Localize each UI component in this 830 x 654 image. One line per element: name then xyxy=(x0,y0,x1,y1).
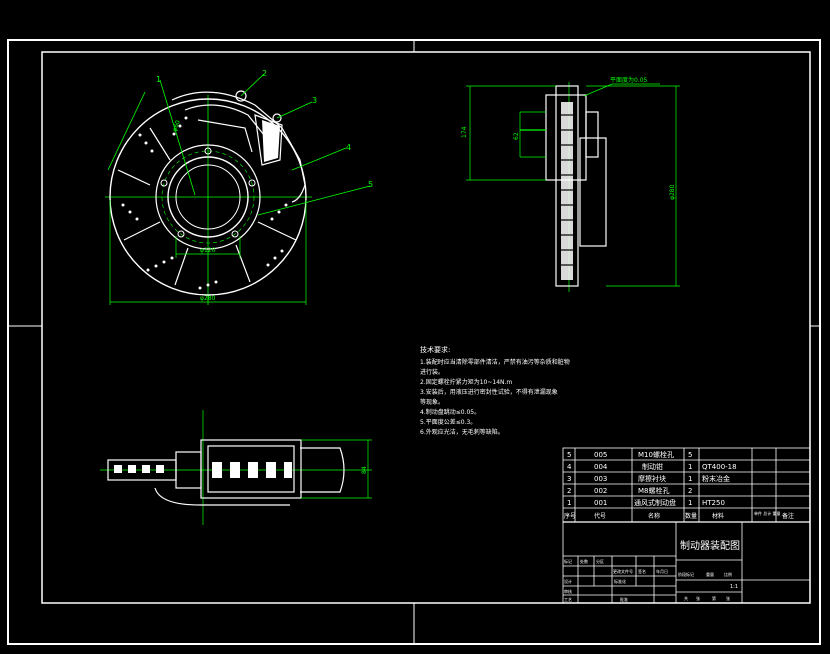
bom-header-qty: 数量 xyxy=(685,512,697,520)
bom-row-1-material: HT250 xyxy=(702,499,725,507)
tech-line-2: 进行装。 xyxy=(420,368,444,376)
bom-row-1-code: 001 xyxy=(594,499,607,507)
tb-label-stage: 阶段标记 xyxy=(678,571,694,577)
drawing-title: 制动器装配图 xyxy=(680,539,740,552)
bom-row-1-name: 通风式制动盘 xyxy=(634,498,676,507)
tech-line-3: 2.固定螺栓拧紧力矩为10~14N.m xyxy=(420,378,512,386)
tb-sheet-unit1: 张 xyxy=(696,595,700,601)
bom-row-4-qty: 1 xyxy=(688,463,692,471)
dim-front-bore: φ60 xyxy=(171,119,182,132)
callout-2: 2 xyxy=(262,69,267,78)
drilled-holes xyxy=(121,116,288,290)
dim-side-height: 174 xyxy=(461,126,468,138)
dim-flatness-note: 平面度为0.05 xyxy=(610,76,648,84)
bom-header-name: 名称 xyxy=(648,512,660,520)
bom-header-remark: 备注 xyxy=(782,512,794,520)
bom-row-4-code: 004 xyxy=(594,463,608,471)
bom-row-5-no: 5 xyxy=(567,451,571,459)
tb-label-change: 更改文件号 xyxy=(613,568,633,574)
tb-sheet-unit2: 张 xyxy=(726,595,730,601)
tech-line-1: 1.装配时应当清除零部件清洁，严禁有油污等杂质和脏物 xyxy=(420,358,570,366)
side-view-section xyxy=(466,82,680,292)
callout-3: 3 xyxy=(312,96,317,105)
bom-row-3-code: 003 xyxy=(594,475,607,483)
bom-row-4-material: QT400-18 xyxy=(702,463,737,471)
callout-5: 5 xyxy=(368,180,373,189)
bom-row-2-qty: 2 xyxy=(688,487,692,495)
tb-label-process: 工艺 xyxy=(564,597,572,602)
tb-label-approve: 批准 xyxy=(620,596,628,602)
bom-rows: 5 005 M10螺栓孔 5 4 004 制动钳 1 QT400-18 3 00… xyxy=(567,450,737,507)
bom-row-1-qty: 1 xyxy=(688,499,692,507)
bom-header-no: 序号 xyxy=(564,512,576,520)
tb-label-weight: 重量 xyxy=(706,571,714,577)
bom-row-3-qty: 1 xyxy=(688,475,692,483)
tech-line-7: 5.平面度公差≤0.3。 xyxy=(420,418,476,426)
tb-label-zone: 分区 xyxy=(596,558,604,564)
bom-row-2-code: 002 xyxy=(594,487,607,495)
bom-row-5-name: M10螺栓孔 xyxy=(638,450,674,459)
tb-label-standard: 标准化 xyxy=(614,578,626,584)
caliper-outline xyxy=(171,91,306,203)
tb-sheet-no: 第 xyxy=(712,595,716,601)
dim-side-overall: φ280 xyxy=(669,184,676,200)
bom-header-code: 代号 xyxy=(594,512,606,520)
bom-header: 序号 代号 名称 数量 材料 单件 总计 重量 备注 xyxy=(564,510,794,520)
bom-header-weight: 单件 总计 重量 xyxy=(754,510,781,516)
tb-label-date: 年月日 xyxy=(656,568,668,574)
leader-lines xyxy=(107,73,371,216)
tb-label-count: 处数 xyxy=(580,558,588,564)
tech-line-8: 6.外观应光洁，无毛刺等缺陷。 xyxy=(420,428,504,436)
bom-row-4-no: 4 xyxy=(567,463,572,471)
bom-row-3-name: 摩擦衬块 xyxy=(638,474,666,483)
front-view-disc xyxy=(105,73,371,305)
tech-line-6: 4.制动盘跳动≤0.05。 xyxy=(420,408,480,416)
drawing-scale: 1:1 xyxy=(730,584,738,590)
dim-bottom-height: 84 xyxy=(361,466,368,474)
bom-table xyxy=(562,447,811,604)
drawing-frame xyxy=(7,39,821,645)
bottom-view xyxy=(100,410,372,525)
tech-line-5: 等现象。 xyxy=(420,398,444,406)
tb-label-review: 审核 xyxy=(564,588,572,594)
bom-row-5-code: 005 xyxy=(594,451,607,459)
bom-row-4-name: 制动钳 xyxy=(642,462,663,471)
bom-header-material: 材料 xyxy=(712,512,724,520)
technical-requirements: 技术要求: 1.装配时应当清除零部件清洁，严禁有油污等杂质和脏物 进行装。 2.… xyxy=(420,345,570,436)
bom-row-3-no: 3 xyxy=(567,475,571,483)
title-block-labels: 标记 处数 分区 更改文件号 签名 年月日 设计 标准化 阶段标记 重量 比例 … xyxy=(564,558,732,602)
dim-front-hub: φ120 xyxy=(200,247,216,254)
dim-side-small: 62 xyxy=(513,132,520,140)
tech-heading: 技术要求: xyxy=(420,345,450,354)
tb-label-design: 设计 xyxy=(564,578,572,584)
tb-label-mark: 标记 xyxy=(564,558,572,564)
callout-4: 4 xyxy=(346,143,351,152)
tb-sheet-total: 共 xyxy=(684,595,688,601)
bom-row-2-name: M8螺栓孔 xyxy=(638,486,670,495)
bom-row-5-qty: 5 xyxy=(688,451,692,459)
tech-line-4: 3.安装后，用液压进行密封性试验，不得有泄漏现象 xyxy=(420,388,558,396)
tb-label-ratio: 比例 xyxy=(724,571,732,577)
bom-row-1-no: 1 xyxy=(567,499,571,507)
dim-front-width: φ280 xyxy=(200,295,216,302)
callout-1: 1 xyxy=(156,75,161,84)
bom-row-3-material: 粉末冶金 xyxy=(702,474,730,483)
bom-row-2-no: 2 xyxy=(567,487,571,495)
tb-label-sign: 签名 xyxy=(638,568,646,574)
